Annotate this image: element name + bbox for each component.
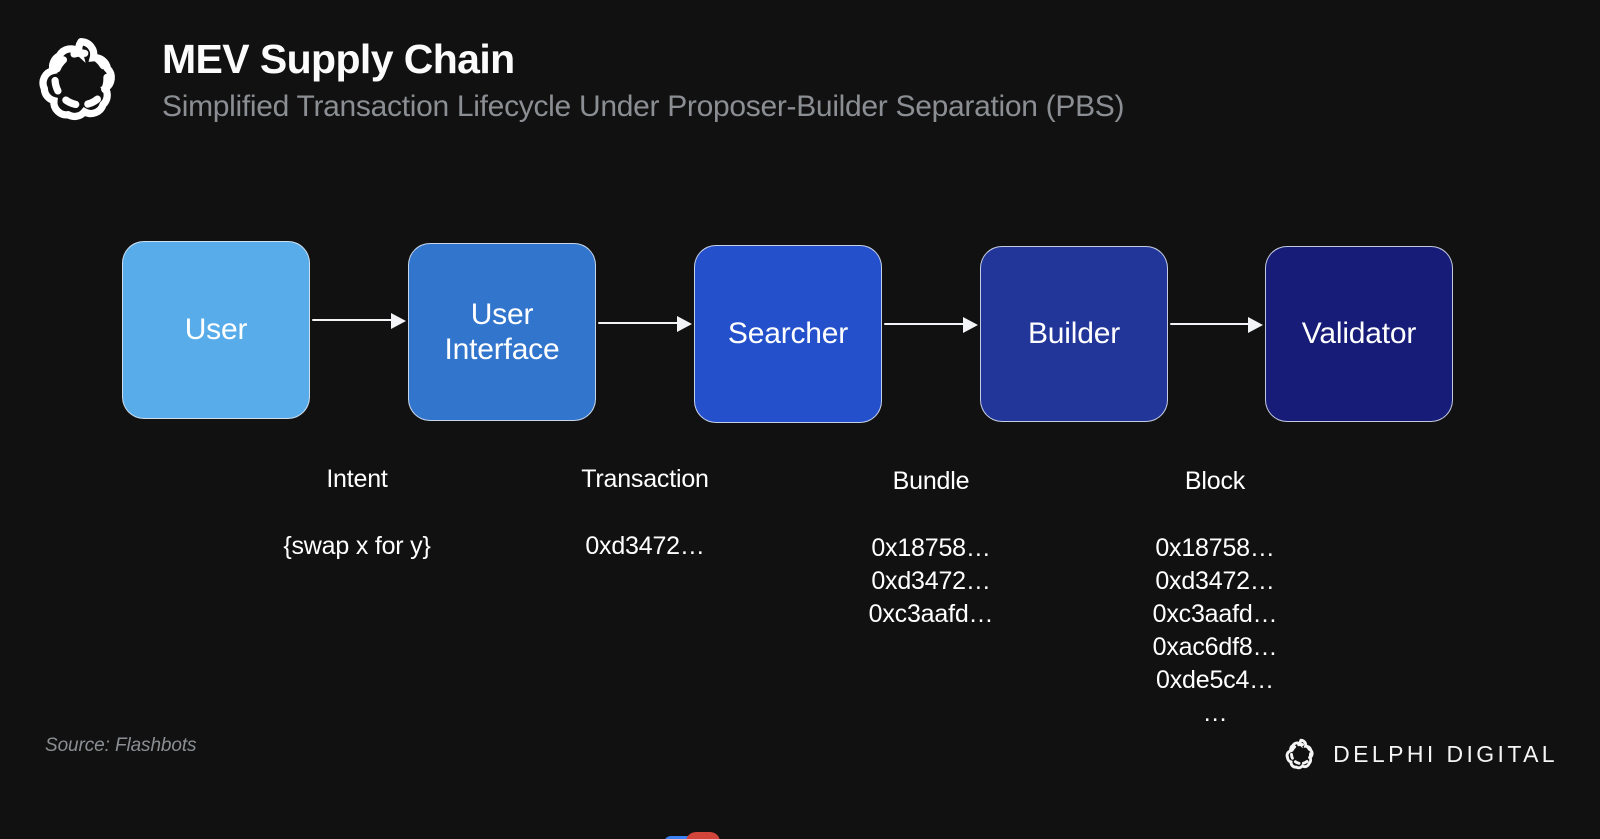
flow-node-user[interactable]: User <box>122 241 310 419</box>
annotation-intent: Intent {swap x for y} <box>157 464 557 563</box>
arrow-line <box>598 322 679 325</box>
annotation-value-line: 0xde5c4… <box>1156 666 1274 694</box>
annotation-value-line: 0xd3472… <box>585 532 705 560</box>
arrow-head-icon <box>1248 316 1263 333</box>
annotation-value-line: 0xc3aafd… <box>868 600 994 628</box>
footer-brand: DELPHI DIGITAL <box>1283 736 1558 772</box>
annotation-title: Block <box>1184 467 1246 495</box>
header: MEV Supply Chain Simplified Transaction … <box>32 28 1125 128</box>
arrow-user-to-ui <box>312 309 406 331</box>
clipped-red-shape <box>686 832 720 839</box>
source-note: Source: Flashbots <box>45 735 197 756</box>
delphi-knot-logo-icon <box>1283 736 1319 772</box>
clipped-blue-shape <box>664 836 694 839</box>
annotation-title: Intent <box>326 465 388 493</box>
flow-node-label: Searcher <box>727 317 849 351</box>
clipped-bottom-element <box>664 830 728 839</box>
annotation-value-line: {swap x for y} <box>283 532 431 560</box>
arrow-head-icon <box>391 312 406 329</box>
flow-node-label: User <box>184 313 248 347</box>
annotation-title: Transaction <box>581 465 709 493</box>
arrow-line <box>312 319 393 322</box>
flow-node-searcher[interactable]: Searcher <box>694 245 882 423</box>
annotation-values: 0x18758… 0xd3472… 0xc3aafd… <box>731 532 1131 631</box>
header-text-block: MEV Supply Chain Simplified Transaction … <box>162 28 1125 128</box>
annotation-value-line: … <box>1202 699 1228 727</box>
annotation-values: {swap x for y} <box>157 530 557 563</box>
flow-node-label: Builder <box>1028 317 1120 351</box>
arrow-head-icon <box>963 316 978 333</box>
arrow-head-icon <box>677 315 692 332</box>
annotation-value-line: 0x18758… <box>1155 534 1275 562</box>
annotation-value-line: 0xc3aafd… <box>1152 600 1278 628</box>
page-subtitle: Simplified Transaction Lifecycle Under P… <box>162 90 1125 124</box>
arrow-builder-to-validator <box>1170 313 1263 335</box>
annotation-bundle: Bundle 0x18758… 0xd3472… 0xc3aafd… <box>731 466 1131 631</box>
arrow-line <box>884 323 965 326</box>
flow-node-label: Validator <box>1301 317 1417 351</box>
delphi-knot-logo-icon <box>32 30 130 128</box>
arrow-line <box>1170 323 1250 326</box>
annotation-value-line: 0x18758… <box>871 534 991 562</box>
arrow-searcher-to-builder <box>884 313 978 335</box>
annotation-transaction: Transaction 0xd3472… <box>445 464 845 563</box>
brand-wordmark: DELPHI DIGITAL <box>1333 740 1558 767</box>
arrow-ui-to-searcher <box>598 312 692 334</box>
annotation-title: Bundle <box>892 467 970 495</box>
annotation-value-line: 0xac6df8… <box>1152 633 1278 661</box>
annotation-values: 0xd3472… <box>445 530 845 563</box>
page-title: MEV Supply Chain <box>162 36 515 82</box>
flow-node-validator[interactable]: Validator <box>1265 246 1453 422</box>
annotation-value-line: 0xd3472… <box>1155 567 1275 595</box>
annotation-value-line: 0xd3472… <box>871 567 991 595</box>
annotation-values: 0x18758… 0xd3472… 0xc3aafd… 0xac6df8… 0xde5c… <box>1015 532 1415 730</box>
flow-node-builder[interactable]: Builder <box>980 246 1168 422</box>
